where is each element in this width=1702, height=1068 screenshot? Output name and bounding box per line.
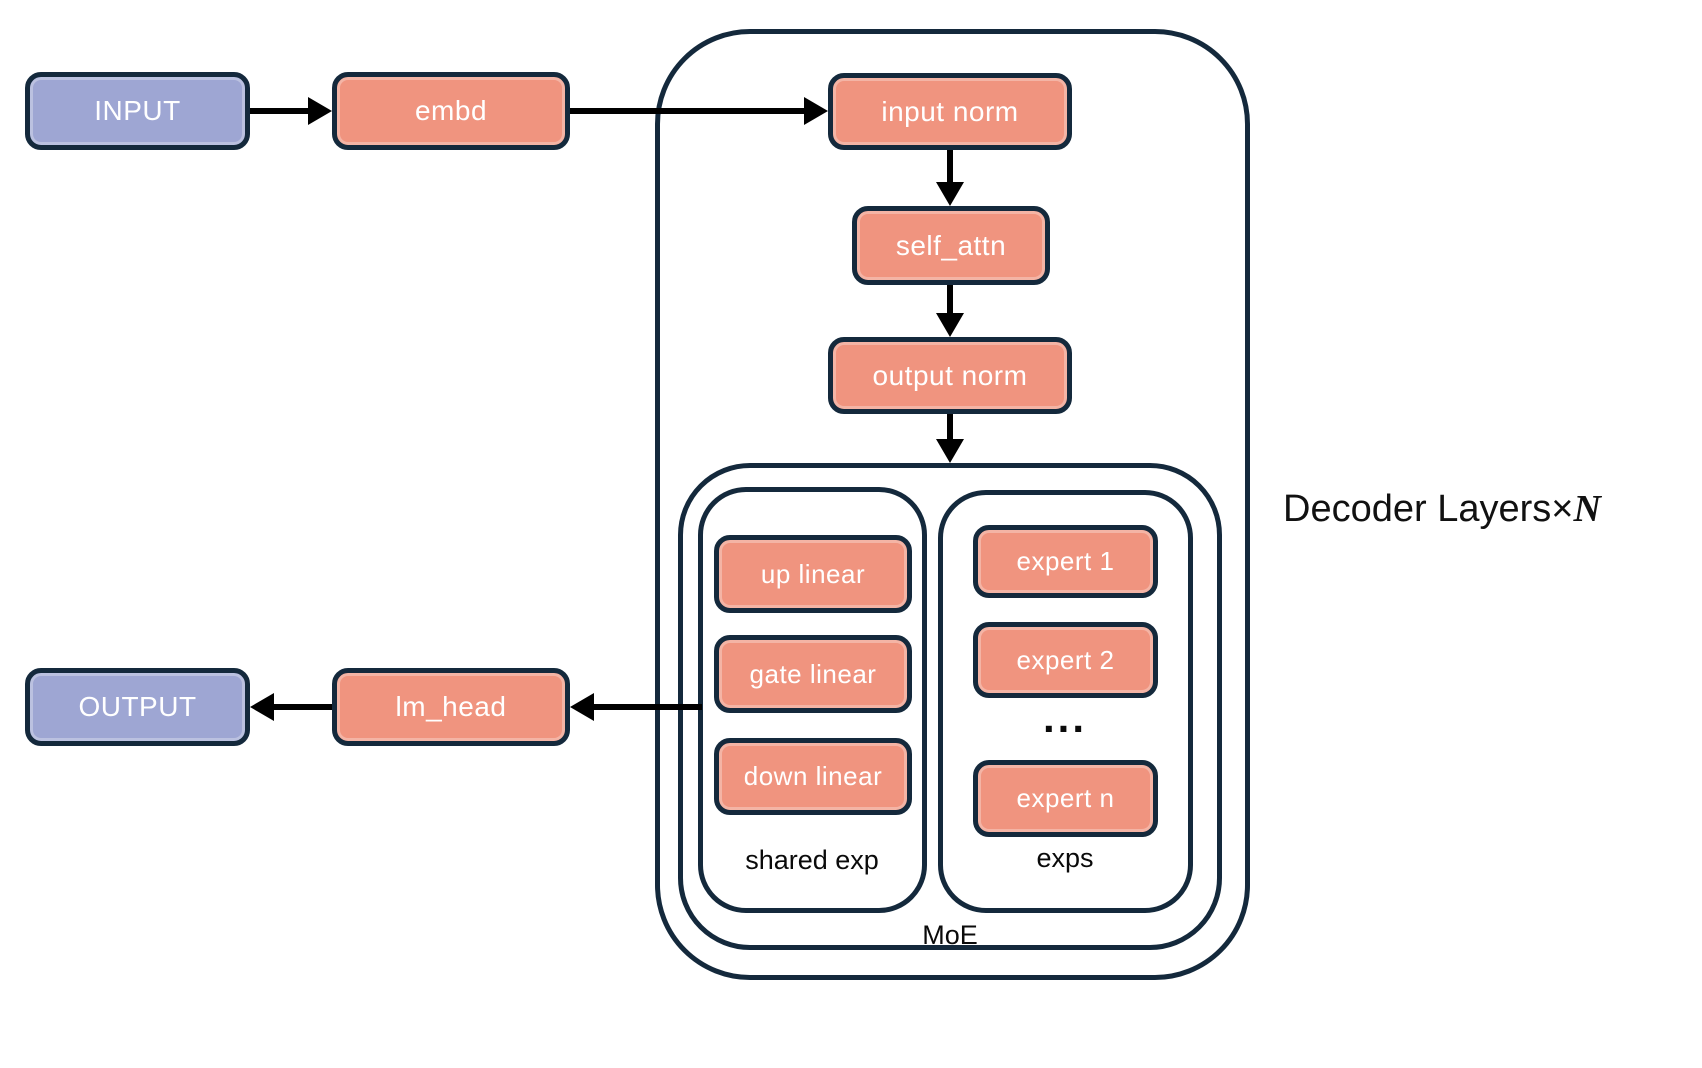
arrow-self-attn-to-output-norm bbox=[947, 285, 953, 317]
arrow-input-norm-to-self-attn bbox=[947, 150, 953, 186]
arrow-output-norm-to-moe bbox=[947, 414, 953, 443]
output-node-label: OUTPUT bbox=[78, 691, 197, 722]
decoder-layers-label: Decoder Layers×N bbox=[1283, 487, 1683, 531]
decoder-layers-container bbox=[655, 29, 1250, 980]
arrow-input-to-embd bbox=[250, 108, 314, 114]
experts-ellipsis: ... bbox=[1042, 694, 1087, 741]
expert-1-node: expert 1 bbox=[973, 525, 1158, 598]
arrowhead-output-norm-to-moe bbox=[936, 439, 964, 463]
decoder-layers-n-variable: N bbox=[1573, 488, 1601, 530]
decoder-layers-label-text: Decoder Layers× bbox=[1283, 488, 1574, 530]
gate-linear-node-label: gate linear bbox=[749, 658, 877, 689]
expert-n-node: expert n bbox=[973, 760, 1158, 837]
input-node-label: INPUT bbox=[94, 95, 181, 126]
lm-head-node: lm_head bbox=[332, 668, 570, 746]
input-norm-node: input norm bbox=[828, 73, 1072, 150]
arrowhead-moe-to-lm-head bbox=[570, 693, 594, 721]
expert-1-node-label: expert 1 bbox=[1016, 546, 1115, 576]
gate-linear-node: gate linear bbox=[714, 635, 912, 713]
arrowhead-embd-to-input-norm bbox=[804, 97, 828, 125]
lm-head-node-label: lm_head bbox=[395, 691, 507, 722]
output-norm-node-label: output norm bbox=[872, 359, 1028, 391]
self-attn-node-label: self_attn bbox=[895, 229, 1007, 261]
output-norm-node: output norm bbox=[828, 337, 1072, 414]
expert-2-node-label: expert 2 bbox=[1016, 644, 1115, 675]
self-attn-node: self_attn bbox=[852, 206, 1050, 285]
arrowhead-self-attn-to-output-norm bbox=[936, 313, 964, 337]
exps-label: exps bbox=[1036, 843, 1094, 873]
arrow-embd-to-input-norm bbox=[570, 108, 806, 114]
expert-n-node-label: expert n bbox=[1016, 783, 1115, 813]
input-node: INPUT bbox=[25, 72, 250, 150]
input-norm-node-label: input norm bbox=[881, 95, 1019, 127]
up-linear-node-label: up linear bbox=[760, 558, 866, 589]
down-linear-node: down linear bbox=[714, 738, 912, 815]
embd-node: embd bbox=[332, 72, 570, 150]
arrow-lm-head-to-output bbox=[272, 704, 332, 710]
arrowhead-input-to-embd bbox=[308, 97, 332, 125]
expert-2-node: expert 2 bbox=[973, 622, 1158, 698]
moe-label: MoE bbox=[922, 920, 978, 950]
embd-node-label: embd bbox=[414, 95, 488, 126]
shared-exp-container bbox=[698, 487, 927, 913]
shared-exp-label: shared exp bbox=[745, 845, 879, 875]
up-linear-node: up linear bbox=[714, 535, 912, 613]
arrowhead-input-norm-to-self-attn bbox=[936, 182, 964, 206]
arrowhead-lm-head-to-output bbox=[250, 693, 274, 721]
exps-container bbox=[938, 490, 1193, 913]
arrow-moe-to-lm-head bbox=[592, 704, 702, 710]
output-node: OUTPUT bbox=[25, 668, 250, 746]
down-linear-node-label: down linear bbox=[743, 761, 883, 791]
